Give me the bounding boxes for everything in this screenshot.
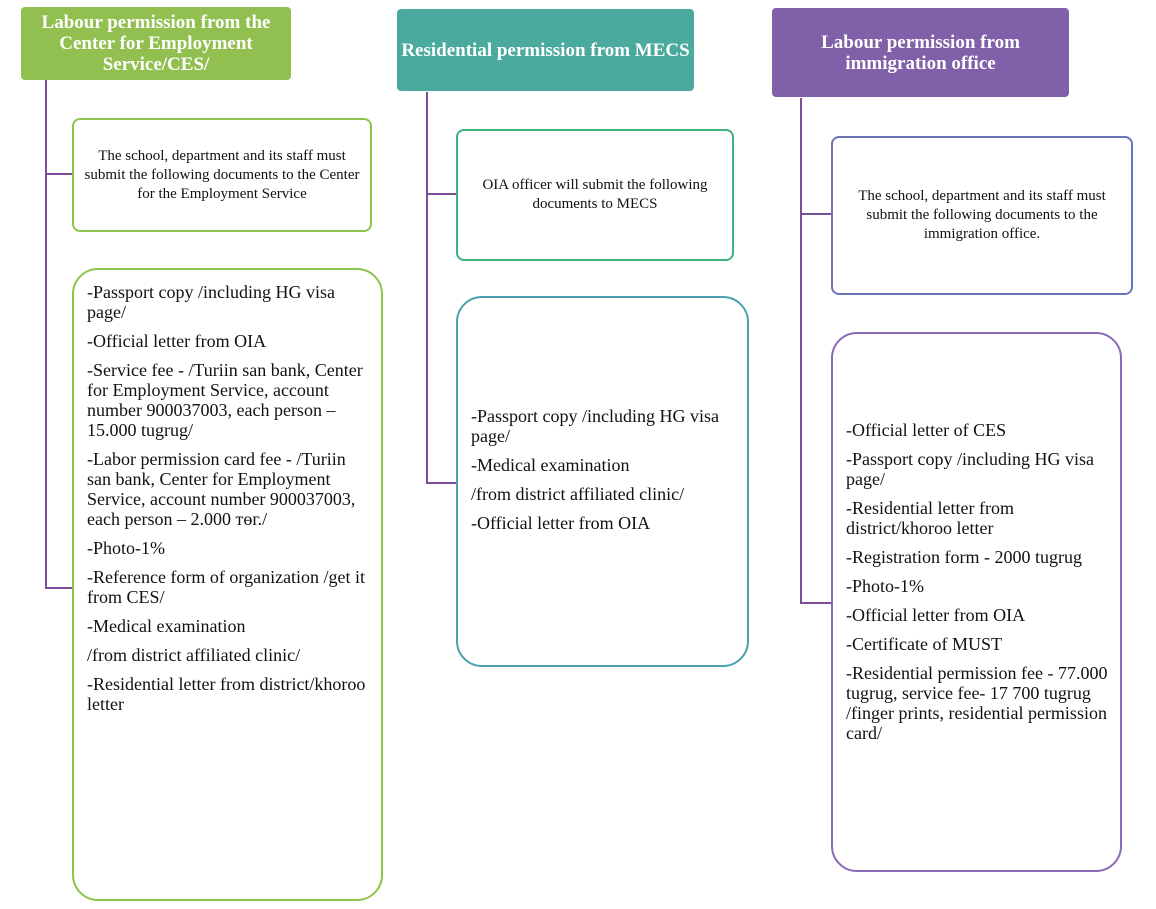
list-item: -Labor permission card fee - /Turiin san… [87, 449, 356, 529]
list-item: -Official letter from OIA [846, 605, 1026, 625]
list-item: /from district affiliated clinic/ [87, 645, 301, 665]
col1-connector-trunk [45, 80, 47, 588]
col2-connector-trunk [426, 92, 428, 484]
col2-header: Residential permission from MECS [397, 9, 694, 91]
list-item: -Residential letter from district/khoroo… [87, 674, 366, 714]
list-item: -Passport copy /including HG visa page/ [87, 282, 335, 322]
list-item: -Residential letter from district/khoroo… [846, 498, 1014, 538]
col3-document-list: -Official letter of CES -Passport copy /… [831, 332, 1122, 872]
col1-header: Labour permission from the Center for Em… [21, 7, 291, 80]
col3-connector-branch-list [800, 602, 833, 604]
col2-document-list: -Passport copy /including HG visa page/ … [456, 296, 749, 667]
col2-connector-branch-list [426, 482, 458, 484]
list-item: -Official letter of CES [846, 420, 1007, 440]
col2-description-box: OIA officer will submit the following do… [456, 129, 734, 261]
col3-header: Labour permission from immigration offic… [772, 8, 1069, 97]
col1-description-box: The school, department and its staff mus… [72, 118, 372, 232]
list-item: -Medical examination [471, 455, 630, 475]
col3-description-box: The school, department and its staff mus… [831, 136, 1133, 295]
col3-connector-trunk [800, 98, 802, 604]
col1-connector-branch-desc [45, 173, 75, 175]
list-item: -Certificate of MUST [846, 634, 1002, 654]
col2-connector-branch-desc [426, 193, 458, 195]
list-item: -Official letter from OIA [87, 331, 267, 351]
col1-document-list: -Passport copy /including HG visa page/ … [72, 268, 383, 901]
list-item: -Reference form of organization /get it … [87, 567, 366, 607]
list-item: -Photo-1% [87, 538, 165, 558]
list-item: -Official letter from OIA [471, 513, 651, 533]
list-item: /from district affiliated clinic/ [471, 484, 685, 504]
col3-connector-branch-desc [800, 213, 833, 215]
list-item: -Medical examination [87, 616, 246, 636]
list-item: -Passport copy /including HG visa page/ [846, 449, 1094, 489]
list-item: -Photo-1% [846, 576, 924, 596]
list-item: -Passport copy /including HG visa page/ [471, 406, 719, 446]
list-item: -Service fee - /Turiin san bank, Center … [87, 360, 363, 440]
list-item: -Residential permission fee - 77.000 tug… [846, 663, 1108, 743]
col1-connector-branch-list [45, 587, 75, 589]
list-item: -Registration form - 2000 tugrug [846, 547, 1082, 567]
